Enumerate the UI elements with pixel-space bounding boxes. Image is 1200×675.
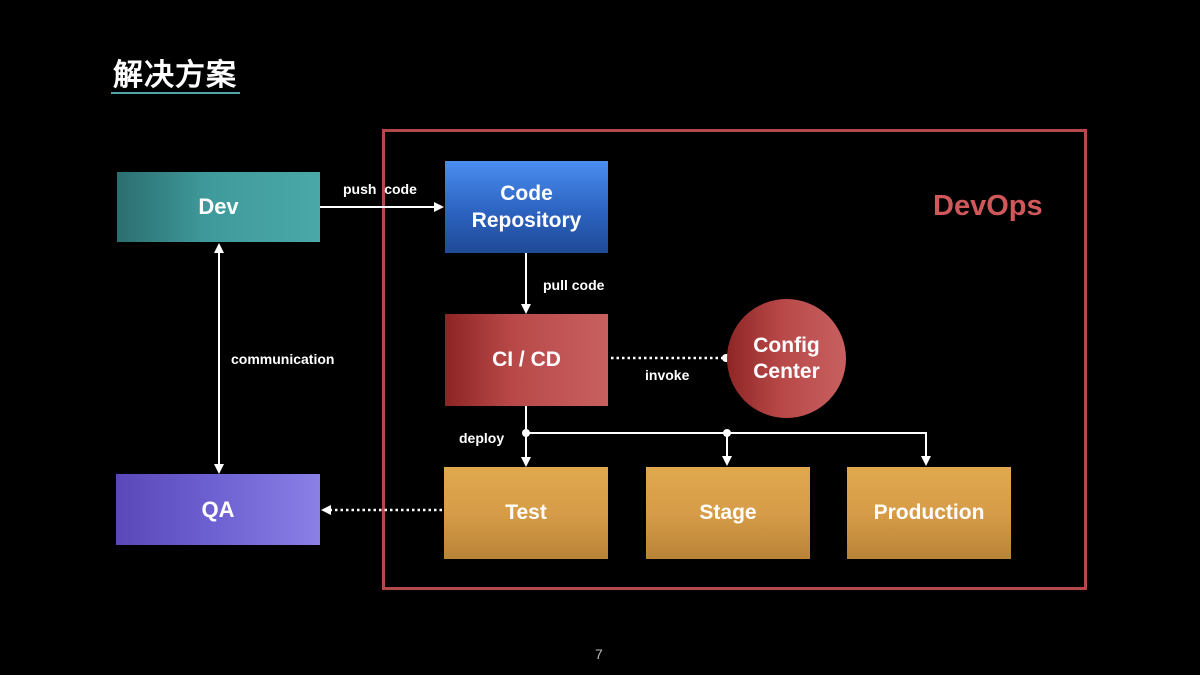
ci-cd-label: CI / CD: [492, 348, 561, 371]
deploy-bus: [526, 432, 931, 466]
slide-title: 解决方案: [113, 58, 237, 93]
dev-node: Dev: [117, 172, 320, 242]
invoke-label: invoke: [645, 367, 690, 383]
communication-label: communication: [231, 351, 335, 367]
dev-label: Dev: [198, 194, 239, 219]
page-number: 7: [595, 646, 603, 662]
ci-cd-node: CI / CD: [445, 314, 608, 406]
test-label: Test: [505, 501, 547, 524]
code-repository-node: Code Repository: [445, 161, 608, 253]
config-center-node: Config Center: [727, 299, 846, 418]
config-center-label: Config Center: [753, 333, 820, 383]
qa-label: QA: [201, 496, 235, 522]
push-code-label: push code: [343, 181, 417, 197]
deploy-label: deploy: [459, 430, 505, 446]
devops-group-label: DevOps: [933, 190, 1043, 222]
title-underline: [111, 92, 240, 94]
stage-node: Stage: [646, 467, 810, 559]
production-label: Production: [873, 501, 985, 524]
pull-code-label: pull code: [543, 277, 605, 293]
stage-label: Stage: [699, 501, 757, 524]
devops-group-frame: [382, 129, 1087, 590]
test-node: Test: [444, 467, 608, 559]
qa-node: QA: [116, 474, 320, 545]
production-node: Production: [847, 467, 1011, 559]
code-repository-label: Code Repository: [471, 182, 582, 232]
